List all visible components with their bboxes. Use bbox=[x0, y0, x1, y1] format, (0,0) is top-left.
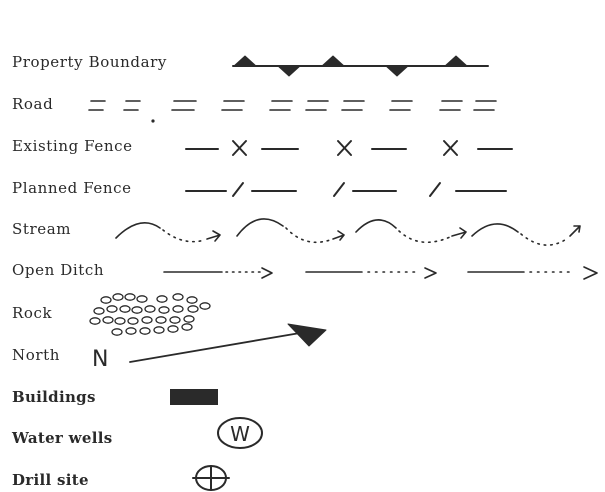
label-property-boundary: Property Boundary bbox=[12, 53, 167, 71]
water-wells-symbol: W bbox=[217, 417, 263, 449]
open-ditch-symbol bbox=[163, 266, 598, 280]
label-road: Road bbox=[12, 95, 54, 113]
label-water-wells: Water wells bbox=[12, 429, 113, 447]
label-open-ditch: Open Ditch bbox=[12, 261, 105, 279]
drill-site-symbol bbox=[192, 465, 230, 491]
north-arrow-symbol: N bbox=[92, 323, 327, 372]
existing-fence-symbol bbox=[185, 140, 513, 156]
label-north: North bbox=[12, 346, 61, 364]
label-planned-fence: Planned Fence bbox=[12, 179, 132, 197]
label-rock: Rock bbox=[12, 304, 53, 322]
north-glyph: N bbox=[92, 347, 108, 372]
planned-fence-symbol bbox=[185, 182, 507, 197]
label-existing-fence: Existing Fence bbox=[12, 137, 133, 155]
water-well-glyph: W bbox=[230, 422, 250, 446]
stream-symbol bbox=[115, 218, 581, 246]
buildings-symbol bbox=[170, 389, 218, 405]
rock-symbol bbox=[89, 293, 211, 336]
label-stream: Stream bbox=[12, 220, 72, 238]
road-symbol bbox=[88, 100, 497, 123]
label-buildings: Buildings bbox=[12, 388, 96, 406]
label-drill-site: Drill site bbox=[12, 471, 89, 489]
property-boundary-symbol bbox=[232, 55, 489, 77]
